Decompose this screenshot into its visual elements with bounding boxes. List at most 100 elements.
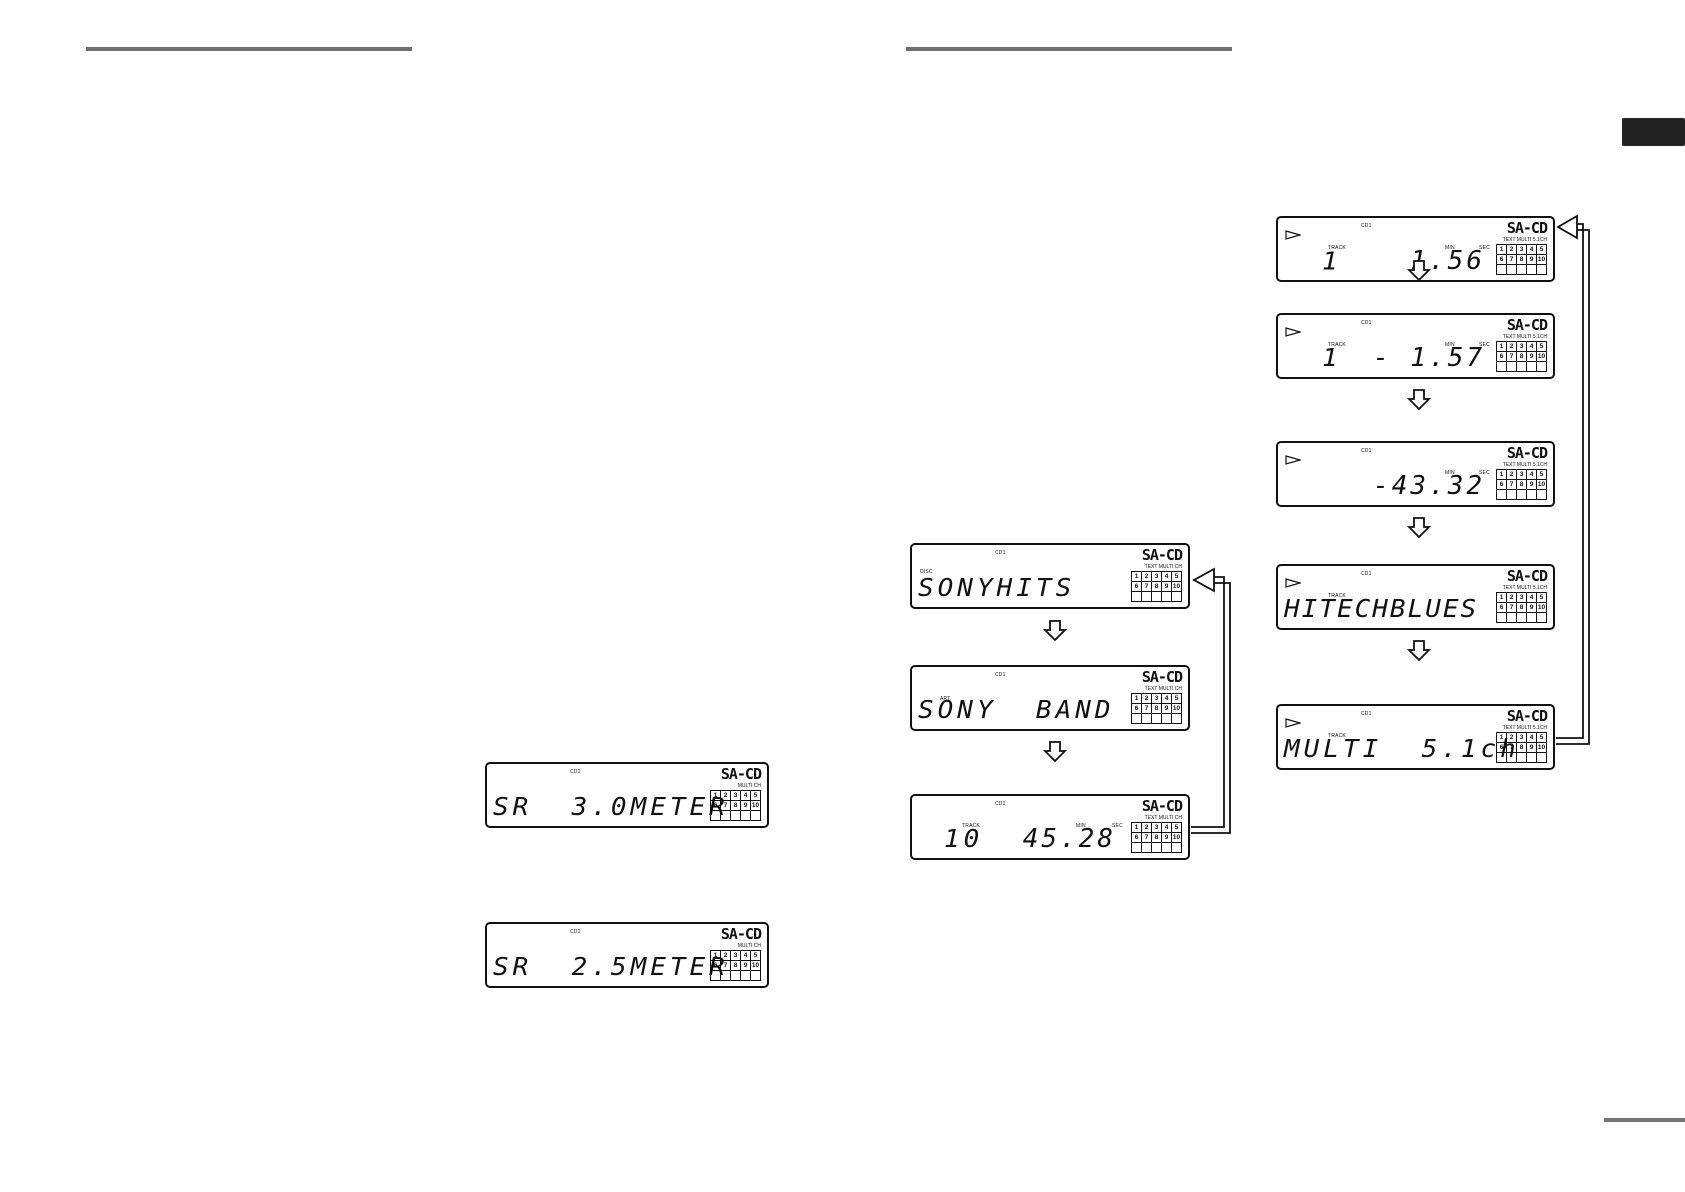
track-cell: 9 [1526,602,1537,613]
track-cell: 8 [730,800,741,811]
indicator-row: TEXT MULTI 5.1CH [1502,237,1547,243]
track-cell: 9 [1526,742,1537,753]
track-cell-empty [720,970,731,981]
indicator-row: TEXT MULTI 5.1CH [1502,462,1547,468]
cd1-label: CD1 [1361,320,1372,326]
down-arrow-icon [1407,517,1431,539]
track-label: TRACK [962,823,980,829]
track-cell: 7 [1506,254,1517,265]
track-cell-empty [1536,489,1547,500]
track-number: 1 [1322,344,1342,373]
track-cell-empty [1151,713,1162,724]
track-cell: 5 [1171,822,1182,833]
track-cell: 6 [1496,742,1507,753]
track-cell: 2 [720,950,731,961]
indicator-row: TEXT MULTI 5.1CH [1502,585,1547,591]
sacd-logo: SA-CD [720,765,762,783]
track-cell: 9 [1526,351,1537,362]
min-label: MIN [1445,470,1455,476]
track-cell: 8 [1151,832,1162,843]
track-cell: 7 [1141,832,1152,843]
track-cell: 2 [1141,693,1152,704]
track-cell-empty [1161,842,1172,853]
cd1-label: CD1 [1361,223,1372,229]
return-arrow-icon [1191,567,1231,834]
track-number: 10 [944,825,984,854]
track-cell: 7 [1141,581,1152,592]
track-cell: 4 [1526,341,1537,352]
track-cell: 10 [1171,581,1182,592]
track-cell-empty [720,810,731,821]
sacd-logo: SA-CD [1506,316,1548,334]
track-cell: 4 [740,790,751,801]
track-cell-empty [1536,264,1547,275]
track-label: TRACK [1328,733,1346,739]
sec-label: SEC [1479,342,1490,348]
track-cell: 8 [1516,351,1527,362]
track-cell: 1 [1131,571,1142,582]
sec-label: SEC [1479,245,1490,251]
indicator-row: TEXT MULTI CH [1144,564,1182,570]
track-cell-empty [1526,752,1537,763]
track-cell: 10 [1536,479,1547,490]
track-cell: 10 [1536,351,1547,362]
track-cell: 2 [1506,341,1517,352]
track-cell-empty [1496,752,1507,763]
min-label: MIN [1445,342,1455,348]
time-readout: -43.32 [1373,471,1485,501]
disc-label: DISC [920,569,933,575]
track-cell: 2 [1141,822,1152,833]
track-cell: 5 [1536,341,1547,352]
track-cell: 6 [1131,703,1142,714]
cd1-label: CD1 [995,672,1006,678]
lcd-text: SONYHITS [918,574,1076,603]
return-arrow-icon [1556,214,1590,745]
track-cell-empty [1151,591,1162,602]
track-cell-empty [1536,612,1547,623]
indicator-row: MULTI CH [737,943,761,949]
track-cell: 3 [1516,592,1527,603]
track-cell: 1 [710,950,721,961]
track-cell-empty [1141,842,1152,853]
track-cell: 1 [710,790,721,801]
track-cell: 4 [1161,693,1172,704]
down-arrow-icon [1043,741,1067,763]
track-cell: 3 [1516,341,1527,352]
track-cell-empty [1526,361,1537,372]
track-cell: 2 [1506,244,1517,255]
track-cell-empty [1516,361,1527,372]
cd1-label: CD1 [1361,711,1372,717]
track-cell-empty [1151,842,1162,853]
time-readout: 45.28 [1022,824,1116,854]
track-cell-empty [1496,361,1507,372]
indicator-row: TEXT MULTI 5.1CH [1502,725,1547,731]
track-cell: 7 [1141,703,1152,714]
cd1-label: CD1 [995,801,1006,807]
track-cell-empty [1161,713,1172,724]
track-cell-empty [1516,612,1527,623]
track-cell: 8 [1151,581,1162,592]
sec-label: SEC [1479,470,1490,476]
track-cell: 2 [1506,469,1517,480]
track-cell-empty [1516,752,1527,763]
track-cell: 1 [1496,469,1507,480]
lcd-text: SR 2.5METER [493,953,729,982]
track-cell-empty [1141,591,1152,602]
track-cell: 7 [1506,602,1517,613]
track-cell: 1 [1496,244,1507,255]
track-cell-empty [1496,264,1507,275]
sacd-logo: SA-CD [1506,219,1548,237]
track-cell: 4 [1161,571,1172,582]
sacd-logo: SA-CD [1506,567,1548,585]
sacd-logo: SA-CD [1141,546,1183,564]
play-icon [1285,230,1301,240]
track-cell-empty [740,970,751,981]
track-cell-empty [1506,752,1517,763]
lcd-artist-name: CD1 SA-CD TEXT MULTI CH ART. SONY BAND 1… [910,665,1190,731]
track-cell: 2 [1141,571,1152,582]
track-cell-empty [1161,591,1172,602]
